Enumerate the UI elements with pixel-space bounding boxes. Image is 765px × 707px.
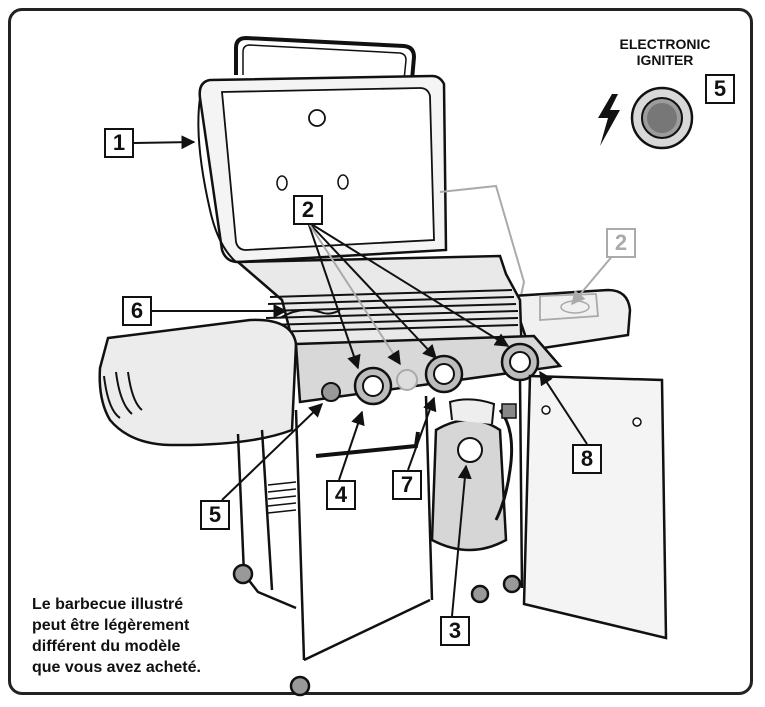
note-line2: peut être légèrement [32, 617, 190, 634]
callout-warming-rack: 6 [122, 296, 152, 326]
igniter-title-line2: IGNITER [636, 52, 694, 68]
knob-left [353, 366, 393, 406]
note-line3: différent du modèle [32, 638, 181, 655]
lid-handle [234, 35, 417, 81]
igniter-illustration [598, 86, 694, 150]
disclaimer-note: Le barbecue illustré peut être légèremen… [32, 594, 272, 678]
callout-lid: 1 [104, 128, 134, 158]
casters [232, 563, 522, 697]
igniter-button-icon [630, 86, 694, 150]
side-table-left [98, 318, 298, 447]
note-line4: que vous avez acheté. [32, 659, 201, 676]
knob-right [500, 342, 540, 382]
callout-crossover-knob: 7 [392, 470, 422, 500]
callout-burners: 2 [293, 195, 323, 225]
leader-lines [133, 135, 588, 617]
knob-center [424, 354, 464, 394]
callout-igniter-button: 5 [200, 500, 230, 530]
callout-side-burner: 2 [606, 228, 636, 258]
igniter-title-line1: ELECTRONIC [619, 36, 711, 52]
side-table-right [439, 184, 632, 352]
igniter-title: ELECTRONIC IGNITER [595, 36, 735, 68]
grill-lid [197, 74, 448, 264]
callout-side-knob: 8 [572, 444, 602, 474]
callout-tank-scale: 3 [440, 616, 470, 646]
diagram-frame [8, 8, 753, 695]
callout-igniter-detail: 5 [705, 74, 735, 104]
leader-line-side-burner [571, 253, 615, 306]
callout-control-knob: 4 [326, 480, 356, 510]
control-panel [294, 334, 563, 406]
note-line1: Le barbecue illustré [32, 596, 184, 613]
propane-tank [430, 398, 517, 552]
lightning-bolt-icon [598, 94, 620, 146]
cabinet-door [522, 374, 668, 640]
